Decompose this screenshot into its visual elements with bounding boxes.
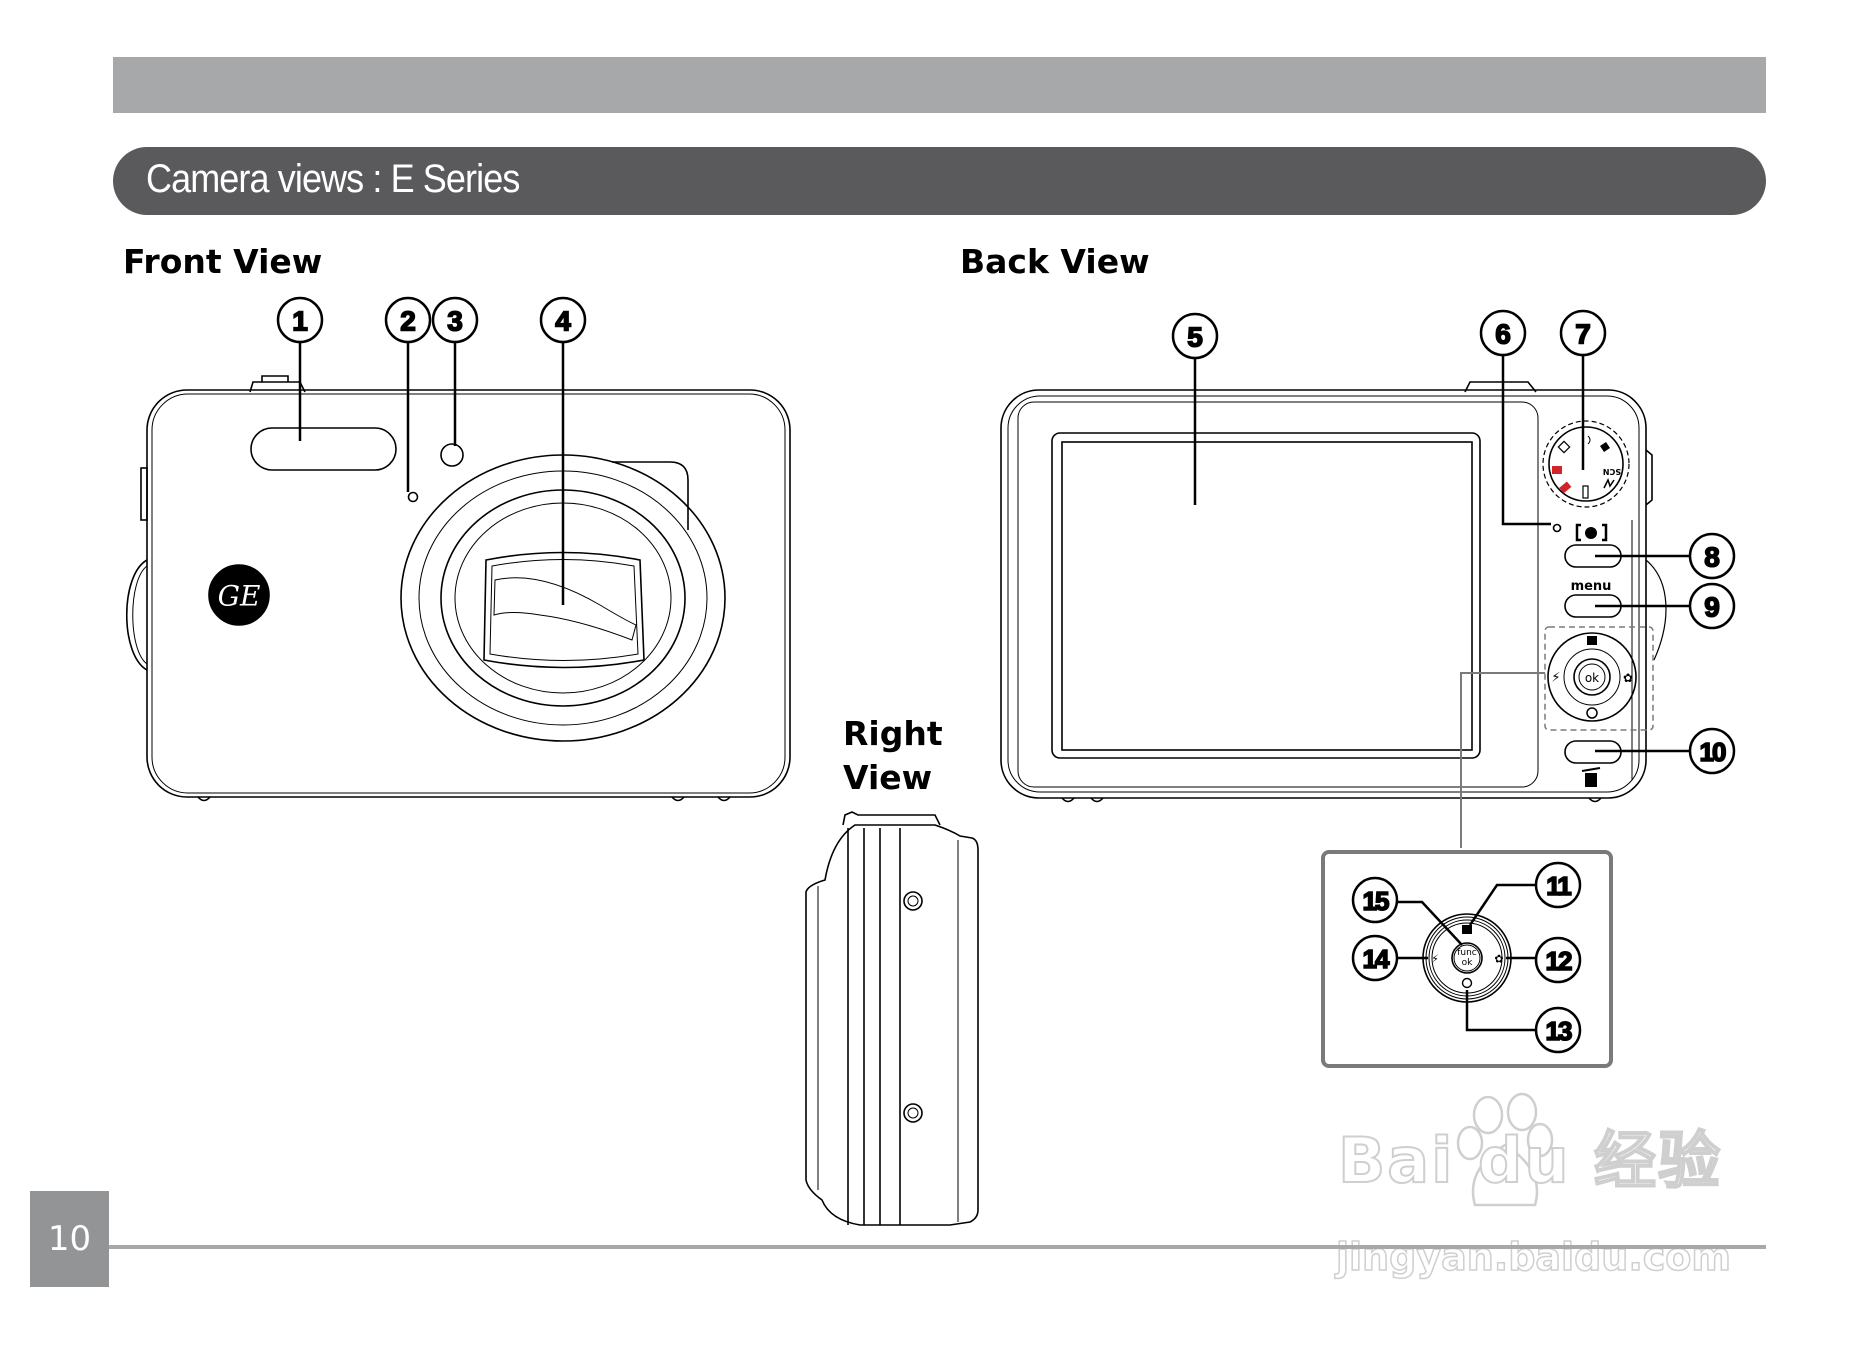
svg-text:5: 5 [1187,322,1203,353]
shutter-button [249,381,306,393]
ge-logo-icon [208,564,270,626]
scn-label: SCN [1603,467,1621,476]
self-timer-icon [1586,707,1598,719]
header-band [113,57,1766,113]
microphone [407,491,419,503]
func-ok-label: ok [1462,958,1474,968]
page-title: Camera views : E Series [146,157,520,201]
watermark-brand: Bai du 经验 [1337,1123,1723,1198]
callout-12: 12 [1534,936,1582,984]
svg-text:3: 3 [447,306,463,337]
manual-mode-icon [1559,481,1572,494]
svg-text:2: 2 [400,306,416,337]
lens [483,551,645,669]
af-assist-lamp [440,443,464,467]
svg-text:1: 1 [292,306,308,337]
page-number-box: 10 [30,1191,109,1287]
macro-icon: ✿ [1623,671,1633,685]
svg-text:4: 4 [555,306,571,337]
mode-dial[interactable]: SCN [1542,420,1630,508]
svg-text:9: 9 [1704,592,1720,623]
portrait-icon [1600,442,1610,452]
dpad[interactable]: ok ⚡ ✿ [1547,632,1637,722]
camera-auto-icon [1552,466,1562,474]
svg-text:12: 12 [1546,946,1572,976]
baidu-paw-icon [1456,1092,1554,1207]
macro-icon-detail: ✿ [1494,953,1503,966]
detail-leader-line [1460,672,1545,848]
back-callouts: 5 6 7 8 9 10 [1171,309,1736,775]
front-callouts: 1 2 3 4 [276,296,587,605]
right-side-camera [805,811,979,1226]
indicator-led [1552,523,1562,533]
right-body [805,824,979,1226]
strap-eyelet-top [903,891,923,911]
watermark-url: jingyan.baidu.com [1335,1234,1732,1280]
strap-eyelet-bottom [903,1103,923,1123]
dpad-detail-box: func ok ⚡ ✿ 11 12 13 14 15 [1321,850,1613,1068]
callout-6: 6 [1479,309,1527,357]
callout-10: 10 [1688,727,1736,775]
exposure-icon [1587,636,1597,645]
lcd-screen [1061,441,1473,751]
trash-icon [1581,767,1601,787]
title-bar: Camera views : E Series [113,147,1766,215]
callout-7: 7 [1559,309,1607,357]
sport-icon [1603,478,1615,489]
flash-icon: ⚡ [1551,671,1560,686]
playback-icon [1557,440,1571,454]
page-number: 10 [47,1219,92,1259]
right-view-heading-line2: View [843,758,933,797]
flash [250,427,397,471]
svg-text:8: 8 [1704,542,1720,573]
self-timer-icon-detail [1461,977,1473,989]
svg-text:6: 6 [1495,319,1511,350]
ge-logo-text: GE [218,580,261,613]
callout-11: 11 [1534,861,1582,909]
svg-text:11: 11 [1546,871,1571,901]
svg-text:13: 13 [1546,1016,1572,1046]
right-view-heading: Right View [843,712,943,800]
back-body [1000,389,1647,799]
back-camera: SCN menu ok ⚡ ✿ [1000,381,1667,803]
ok-label: ok [1585,671,1599,685]
callout-4: 4 [539,296,587,344]
front-body [146,389,791,798]
callout-13: 13 [1534,1006,1582,1054]
svg-text:14: 14 [1363,944,1390,974]
svg-text:15: 15 [1363,886,1389,916]
flash-icon-detail: ⚡ [1431,953,1439,966]
svg-text:10: 10 [1700,737,1726,767]
menu-label: menu [1571,579,1612,594]
callout-15: 15 [1351,876,1399,924]
callout-5: 5 [1171,312,1219,360]
callout-1: 1 [276,296,324,344]
right-view-heading-line1: Right [843,714,943,753]
callout-8: 8 [1688,532,1736,580]
func-label: func [1457,948,1477,958]
callout-3: 3 [431,296,479,344]
back-view-heading: Back View [960,242,1150,281]
front-view-heading: Front View [123,242,323,281]
footer-rule [109,1245,1766,1249]
callout-14: 14 [1351,934,1399,982]
panorama-icon [1582,485,1589,499]
exposure-icon-detail [1462,925,1472,934]
callout-2: 2 [384,296,432,344]
svg-text:7: 7 [1575,319,1591,350]
face-detect-icon [1575,523,1608,542]
front-camera: GE [125,375,791,802]
callout-9: 9 [1688,582,1736,630]
